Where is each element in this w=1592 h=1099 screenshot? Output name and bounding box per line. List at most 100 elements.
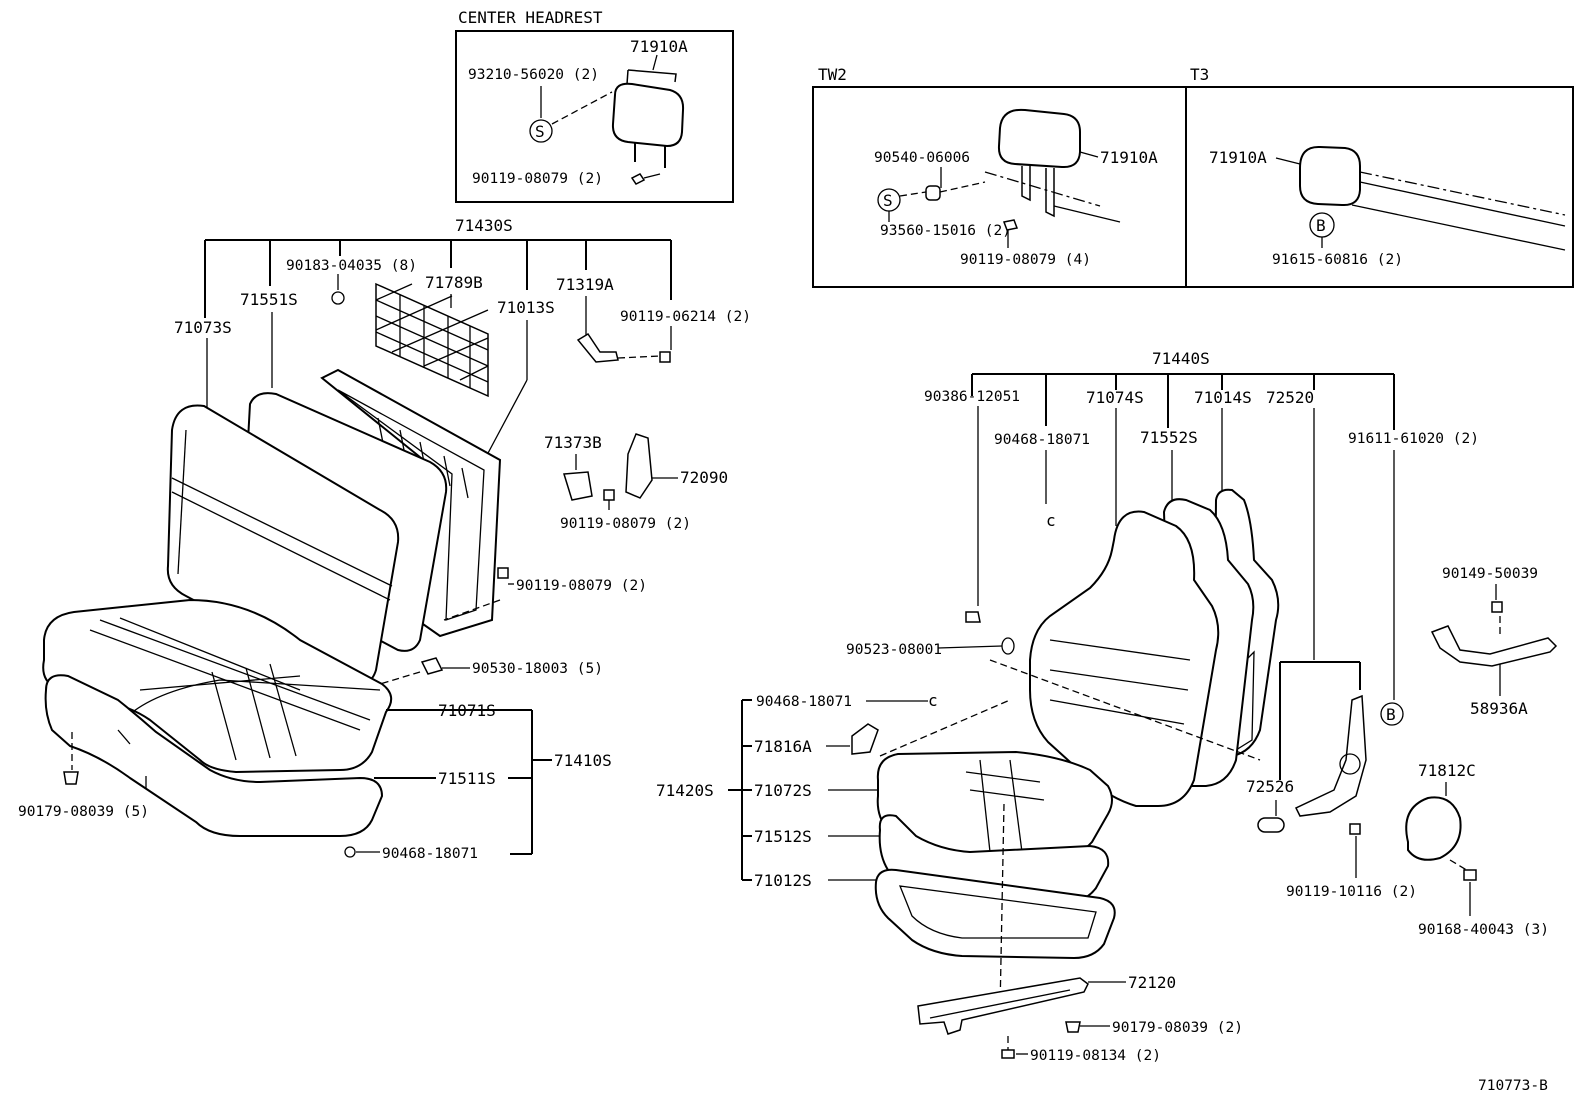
tw2-cap-icon <box>925 185 941 201</box>
label-bench-bracket-screw: 90119-06214 (2) <box>620 309 751 325</box>
cover-screw-icon <box>1463 869 1477 881</box>
label-tw2-pin: 93560-15016 (2) <box>880 223 1011 239</box>
center-headrest-box: CENTER HEADREST 71910A 93210-56020 (2) S… <box>455 8 734 203</box>
label-bench-back-cover: 71073S <box>174 318 232 337</box>
label-bench-hog-ring: 90468-18071 <box>382 846 478 862</box>
label-front-back-cover: 71074S <box>1086 388 1144 407</box>
label-tw2-cap: 90540-06006 <box>874 150 970 166</box>
screw-top-icon <box>1491 601 1503 613</box>
label-bench-back-frame: 71013S <box>497 298 555 317</box>
tw2-title: TW2 <box>818 65 847 84</box>
hog-ring-back-icon: c <box>1046 511 1056 530</box>
storage-net-part <box>375 282 489 398</box>
label-front-screw-top: 90149-50039 <box>1442 566 1538 582</box>
bench-nut-icon <box>420 657 444 675</box>
recliner-part <box>1294 694 1367 817</box>
label-front-cover: 71812C <box>1418 761 1476 780</box>
label-center-screw: 90119-08079 (2) <box>472 171 603 187</box>
label-front-back-frame: 71014S <box>1194 388 1252 407</box>
label-bench-clip: 90183-04035 (8) <box>286 258 417 274</box>
bracket-screw-icon <box>659 351 671 363</box>
label-bench-bracket: 71319A <box>556 275 614 294</box>
label-front-shield: 71816A <box>754 737 812 756</box>
label-front-hog-ring-back: 90468-18071 <box>994 432 1090 448</box>
center-headrest-frame <box>455 30 734 203</box>
label-front-recliner-screw: 90119-10116 (2) <box>1286 884 1417 900</box>
front-seat-group: 71440S 90386-12051 90468-18071 c 71074S … <box>656 349 1558 1064</box>
frame-screw-icon <box>497 567 509 579</box>
label-bench-frame-screw: 90119-08079 (2) <box>516 578 647 594</box>
label-center-headrest: 71910A <box>630 37 688 56</box>
label-front-cushion-cover: 71072S <box>754 781 812 800</box>
label-front-recliner: 72520 <box>1266 388 1314 407</box>
label-tw2-headrest: 71910A <box>1100 148 1158 167</box>
label-front-adjuster-bolt: 90119-08134 (2) <box>1030 1048 1161 1064</box>
adjuster-part <box>917 977 1089 1035</box>
t3-symbol-b: B <box>1316 216 1326 235</box>
tw2-t3-frame <box>812 86 1574 288</box>
label-front-cushion-frame: 71012S <box>754 871 812 890</box>
recliner-screw-icon <box>1349 823 1361 835</box>
label-bench-bottom-nut: 90179-08039 (5) <box>18 804 149 820</box>
front-back-cover-part <box>1029 510 1220 807</box>
label-front-bushing: 90386-12051 <box>924 389 1020 405</box>
label-front-adjuster-nut: 90179-08039 (2) <box>1112 1020 1243 1036</box>
tw2-t3-box: TW2 T3 71910A 90540-06006 S 93560-15016 … <box>812 65 1574 288</box>
center-screw-icon <box>630 173 646 185</box>
label-front-cushion-assy: 71420S <box>656 781 714 800</box>
clip-icon <box>331 291 345 305</box>
lock-screw-icon <box>603 489 615 501</box>
label-front-cover-screw: 90168-40043 (3) <box>1418 922 1549 938</box>
bracket-part <box>576 332 619 363</box>
label-bench-cushion-pad: 71511S <box>438 769 496 788</box>
diagram-id: 710773-B <box>1478 1078 1548 1094</box>
lever-part <box>1430 625 1558 667</box>
adjuster-bolt-icon <box>1001 1049 1015 1059</box>
label-front-knob: 72526 <box>1246 777 1294 796</box>
label-bench-lock-screw: 90119-08079 (2) <box>560 516 691 532</box>
symbol-s-circle <box>529 119 553 143</box>
t3-headrest-part <box>1299 145 1566 251</box>
label-bench-hinge-cover: 71373B <box>544 433 602 452</box>
adjuster-nut-icon <box>1065 1021 1081 1033</box>
label-center-pin: 93210-56020 (2) <box>468 67 599 83</box>
label-front-bolt: 91611-61020 (2) <box>1348 431 1479 447</box>
front-symbol-b-circle <box>1380 702 1404 726</box>
lock-part <box>625 433 653 499</box>
label-bench-cushion-cover: 71071S <box>438 701 496 720</box>
tw2-symbol-s: S <box>883 191 893 210</box>
label-front-hog-ring-cushion: 90468-18071 <box>756 694 852 710</box>
label-front-adjuster: 72120 <box>1128 973 1176 992</box>
label-front-washer: 90523-08001 <box>846 642 942 658</box>
knob-part <box>1257 817 1285 833</box>
bushing-icon <box>965 611 981 623</box>
hinge-cover-part <box>563 471 593 501</box>
hog-ring-cushion-icon: c <box>928 691 938 710</box>
label-bench-net: 71789B <box>425 273 483 292</box>
label-front-back-assy: 71440S <box>1152 349 1210 368</box>
label-bench-back-pad: 71551S <box>240 290 298 309</box>
front-cushion-frame-part <box>874 868 1116 960</box>
bench-bottom-nut-icon <box>63 771 79 785</box>
label-tw2-screw: 90119-08079 (4) <box>960 252 1091 268</box>
cover-part <box>1405 796 1462 861</box>
shield-part <box>851 723 879 755</box>
label-bench-nut: 90530-18003 (5) <box>472 661 603 677</box>
label-front-back-pad: 71552S <box>1140 428 1198 447</box>
label-bench-back-assy: 71430S <box>455 216 513 235</box>
label-front-lever: 58936A <box>1470 699 1528 718</box>
symbol-s: S <box>535 122 545 141</box>
label-t3-bolt: 91615-60816 (2) <box>1272 252 1403 268</box>
label-t3-headrest: 71910A <box>1209 148 1267 167</box>
center-headrest-title: CENTER HEADREST <box>458 8 603 27</box>
center-headrest-part <box>611 69 685 168</box>
washer-icon <box>1001 637 1015 655</box>
t3-title: T3 <box>1190 65 1209 84</box>
label-bench-cushion-assy: 71410S <box>554 751 612 770</box>
tw2-screw-icon <box>1002 219 1019 231</box>
front-symbol-b: B <box>1386 705 1396 724</box>
bench-cushion-pad-part <box>44 674 384 837</box>
label-bench-lock: 72090 <box>680 468 728 487</box>
hog-ring-icon <box>344 846 356 858</box>
